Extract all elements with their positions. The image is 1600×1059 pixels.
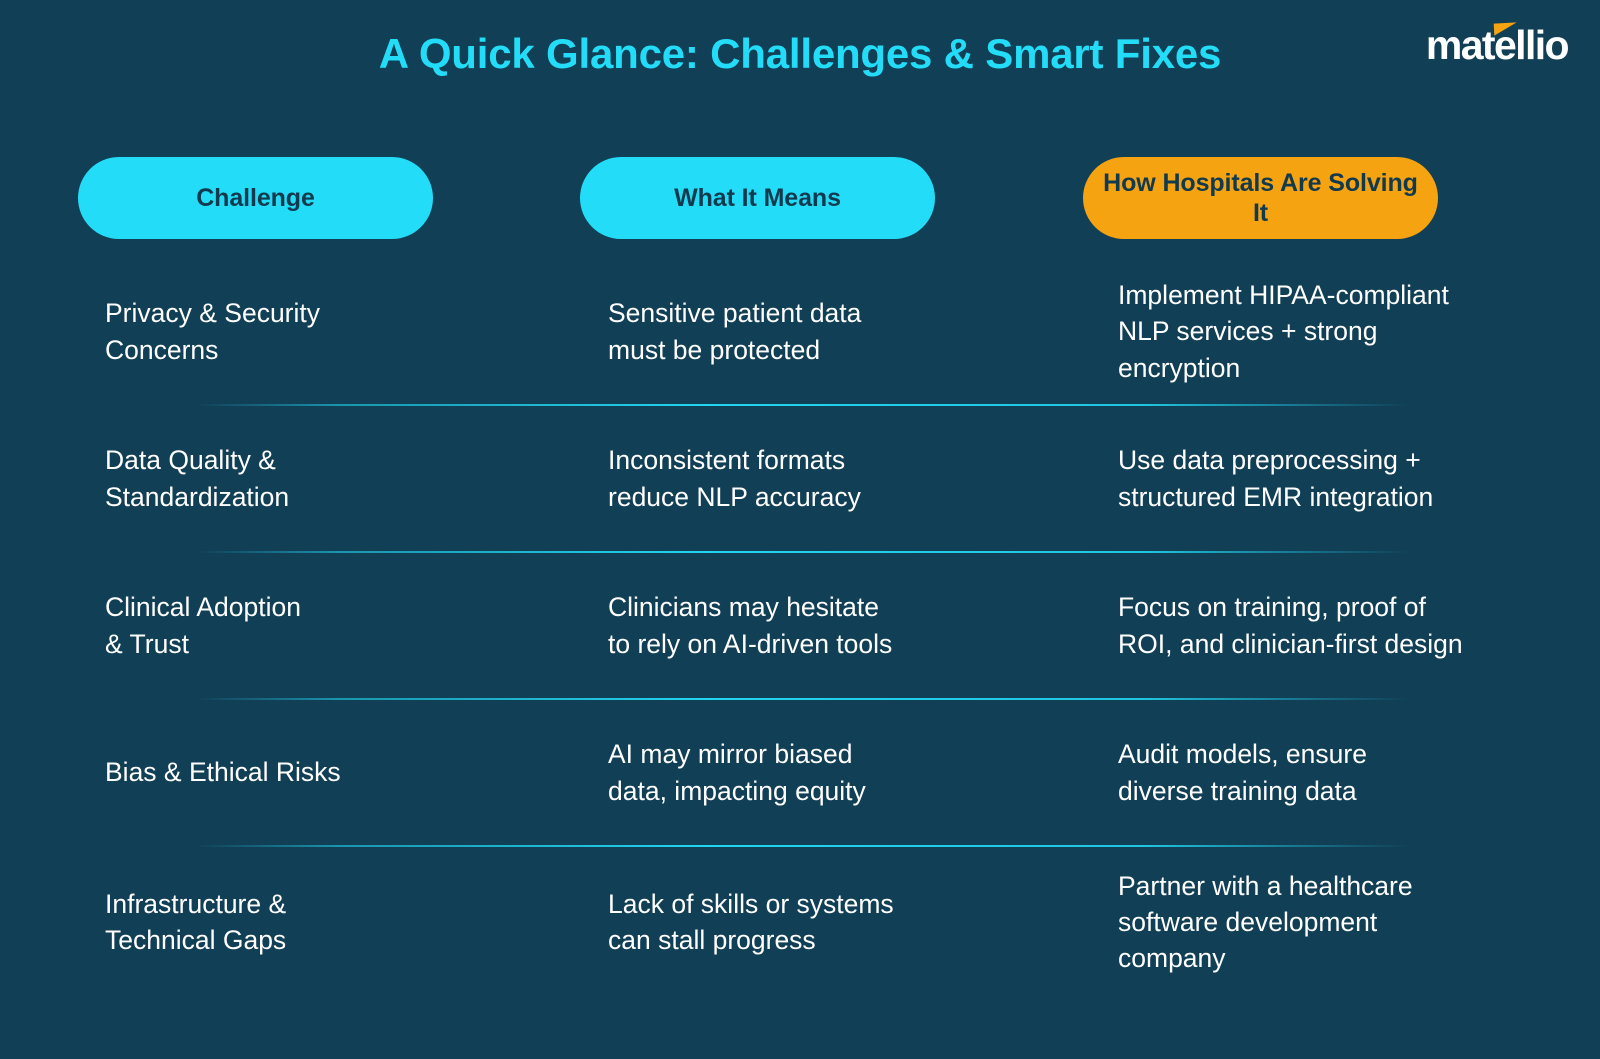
row-divider — [195, 551, 1410, 553]
cell-line: & Trust — [105, 628, 189, 659]
cell-line: Concerns — [105, 334, 219, 365]
row-divider — [195, 845, 1410, 847]
cell-line: can stall progress — [608, 925, 816, 955]
column-header-what-it-means: What It Means — [580, 157, 935, 239]
cell-line: Clinicians may hesitate — [608, 592, 880, 623]
cell-line: Partner with a healthcare — [1118, 870, 1413, 901]
cell-line: Use data preprocessing + — [1118, 445, 1421, 476]
comparison-table: Privacy & Security Concerns Sensitive pa… — [0, 258, 1600, 1048]
cell-line: Data Quality & — [105, 445, 276, 476]
matellio-logo: matellio — [1425, 22, 1570, 68]
cell-line: structured EMR integration — [1118, 481, 1434, 512]
cell-line: Bias & Ethical Risks — [105, 757, 341, 788]
cell-solution: Audit models, ensure diverse training da… — [1118, 699, 1578, 846]
cell-line: NLP services + strong — [1118, 316, 1378, 347]
column-header-challenge: Challenge — [78, 157, 433, 239]
cell-line: diverse training data — [1118, 775, 1357, 806]
cell-line: ROI, and clinician-first design — [1118, 628, 1463, 659]
column-header-how-hospitals-are-solving-it: How Hospitals Are Solving It — [1083, 157, 1438, 239]
table-row: Bias & Ethical Risks AI may mirror biase… — [0, 699, 1600, 847]
cell-line: Clinical Adoption — [105, 592, 301, 623]
slide-header: A Quick Glance: Challenges & Smart Fixes… — [0, 0, 1600, 118]
cell-line: reduce NLP accuracy — [608, 481, 861, 512]
cell-what-it-means: Clinicians may hesitate to rely on AI-dr… — [608, 552, 1078, 699]
cell-line: software development — [1118, 906, 1378, 937]
table-row: Infrastructure & Technical Gaps Lack of … — [0, 846, 1600, 998]
table-row: Privacy & Security Concerns Sensitive pa… — [0, 258, 1600, 406]
cell-line: must be protected — [608, 334, 821, 365]
logo-text: matellio — [1425, 22, 1570, 68]
logo-triangle-icon — [1493, 22, 1518, 36]
table-row: Clinical Adoption & Trust Clinicians may… — [0, 552, 1600, 700]
cell-line: Focus on training, proof of — [1118, 592, 1426, 623]
cell-line: Implement HIPAA-compliant — [1118, 280, 1449, 311]
cell-line: Inconsistent formats — [608, 445, 846, 476]
cell-what-it-means: AI may mirror biased data, impacting equ… — [608, 699, 1078, 846]
cell-line: encryption — [1118, 352, 1241, 383]
cell-line: Lack of skills or systems — [608, 888, 894, 919]
cell-line: Sensitive patient data — [608, 298, 862, 329]
cell-challenge: Data Quality & Standardization — [105, 405, 575, 552]
cell-challenge: Clinical Adoption & Trust — [105, 552, 575, 699]
cell-line: AI may mirror biased — [608, 739, 853, 770]
cell-line: Technical Gaps — [105, 925, 287, 955]
page-title: A Quick Glance: Challenges & Smart Fixes — [378, 30, 1222, 77]
cell-line: Audit models, ensure — [1118, 739, 1367, 770]
cell-line: Privacy & Security — [105, 298, 321, 329]
cell-solution: Partner with a healthcare software devel… — [1118, 846, 1578, 998]
logo-wordmark: matellio — [1425, 22, 1570, 68]
cell-what-it-means: Inconsistent formats reduce NLP accuracy — [608, 405, 1078, 552]
cell-what-it-means: Lack of skills or systems can stall prog… — [608, 846, 1078, 998]
column-header-line-2: Solving It — [1252, 169, 1418, 227]
cell-line: Standardization — [105, 481, 290, 512]
column-headers: Challenge What It Means How Hospitals Ar… — [0, 157, 1600, 239]
cell-line: company — [1118, 943, 1226, 974]
table-row: Data Quality & Standardization Inconsist… — [0, 405, 1600, 553]
cell-line: Infrastructure & — [105, 888, 287, 919]
cell-line: data, impacting equity — [608, 775, 866, 806]
cell-what-it-means: Sensitive patient data must be protected — [608, 258, 1078, 405]
cell-challenge: Infrastructure & Technical Gaps — [105, 846, 575, 998]
row-divider — [195, 404, 1410, 406]
cell-solution: Focus on training, proof of ROI, and cli… — [1118, 552, 1578, 699]
row-divider — [195, 698, 1410, 700]
column-header-line-1: How Hospitals Are — [1103, 169, 1322, 197]
cell-solution: Use data preprocessing + structured EMR … — [1118, 405, 1578, 552]
cell-line: to rely on AI-driven tools — [608, 628, 893, 659]
cell-challenge: Bias & Ethical Risks — [105, 699, 575, 846]
cell-challenge: Privacy & Security Concerns — [105, 258, 575, 405]
cell-solution: Implement HIPAA-compliant NLP services +… — [1118, 258, 1578, 405]
